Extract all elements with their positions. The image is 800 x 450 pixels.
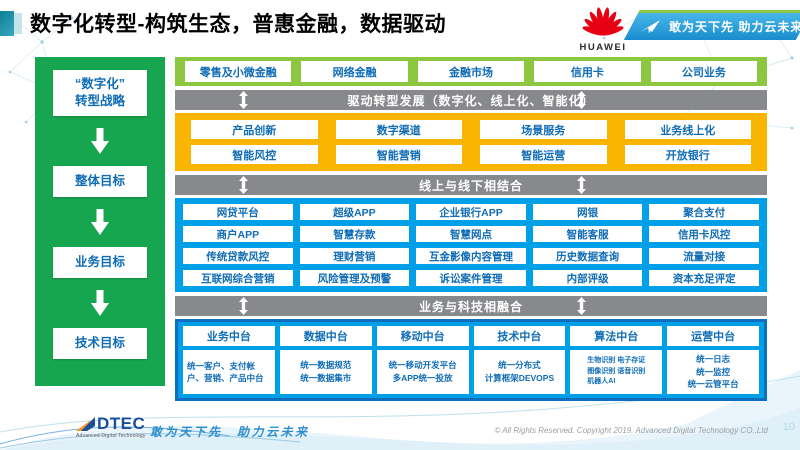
platform-column: 业务中台 统一客户、支付帐户、营销、产品中台: [183, 326, 275, 394]
strategy-sidebar: “数字化” 转型战略 整体目标 业务目标 技术目标: [35, 57, 165, 386]
platform-column: 移动中台 统一移动开发平台 多APP统一投放: [376, 326, 469, 394]
updown-arrow-icon: [239, 91, 248, 109]
strategy-box-digital: “数字化” 转型战略: [53, 70, 147, 116]
platform-column: 运营中台 统一日志 统一监控 统一云管平台: [667, 326, 759, 394]
platform-detail-box: 生物识别 电子存证 图像识别 语音识别 机器人AI: [570, 350, 663, 394]
platform-detail-box: 统一分布式 计算框架DEVOPS: [473, 350, 566, 394]
dtec-wordmark: DTEC: [97, 414, 146, 433]
capability-box: 智能运营: [480, 145, 607, 164]
banner-drive-transformation: 驱动转型发展（数字化、线上化、智能化）: [175, 90, 767, 110]
capability-box: 智能营销: [335, 145, 462, 164]
capability-box: 数字渠道: [335, 120, 462, 139]
application-box: 互联网综合营销: [183, 270, 293, 286]
platform-detail-box: 统一移动开发平台 多APP统一投放: [376, 350, 469, 394]
platform-detail-box: 统一日志 统一监控 统一云管平台: [667, 350, 759, 394]
header-ribbon: 敢为天下先 助力云未来: [623, 10, 800, 41]
platform-title-box: 运营中台: [667, 326, 759, 346]
dtec-subtext: Advanced Digital Technology: [76, 433, 146, 439]
application-box: 网银: [532, 204, 643, 220]
application-box: 企业银行APP: [416, 204, 526, 220]
application-box: 超级APP: [299, 204, 410, 220]
strategy-box-business: 业务目标: [53, 247, 147, 278]
application-box: 历史数据查询: [532, 248, 643, 264]
platform-column: 技术中台 统一分布式 计算框架DEVOPS: [473, 326, 566, 394]
application-box: 内部评级: [532, 270, 643, 286]
application-box: 聚合支付: [649, 204, 759, 220]
down-arrow-icon: [91, 209, 109, 235]
huawei-logo: HUAWEI: [576, 4, 630, 53]
application-box: 商户APP: [183, 226, 293, 242]
updown-arrow-icon: [577, 91, 586, 109]
business-line-box: 信用卡: [534, 61, 641, 82]
huawei-wordmark: HUAWEI: [579, 42, 627, 53]
ribbon-slogan: 敢为天下先 助力云未来: [669, 20, 800, 34]
banner-online-offline: 线上与线下相结合: [175, 175, 767, 195]
title-accent-bar: [0, 11, 14, 36]
strategy-box-technology: 技术目标: [53, 328, 147, 359]
application-box: 传统贷款风控: [183, 248, 293, 264]
application-box: 智慧网点: [416, 226, 526, 242]
huawei-flower-icon: [582, 7, 624, 36]
page-number: 10: [782, 421, 795, 433]
capability-box: 开放银行: [624, 145, 751, 164]
page-title: 数字化转型-构筑生态，普惠金融，数据驱动: [30, 13, 446, 36]
application-box: 流量对接: [649, 248, 759, 264]
application-panel: 网贷平台 超级APP 企业银行APP 网银 聚合支付 商户APP 智慧存款 智慧…: [175, 198, 767, 292]
platform-column: 数据中台 统一数据规范 统一数据集市: [279, 326, 372, 394]
business-line-box: 网络金融: [301, 61, 408, 82]
dtec-logo: DTEC Advanced Digital Technology: [76, 415, 146, 439]
platform-title-box: 业务中台: [183, 326, 275, 346]
updown-arrow-icon: [577, 176, 586, 194]
application-box: 理财营销: [299, 248, 410, 264]
main-panel: 零售及小微金融 网络金融 金融市场 信用卡 公司业务 驱动转型发展（数字化、线上…: [175, 57, 767, 401]
business-line-box: 公司业务: [650, 61, 758, 82]
platform-panel: 业务中台 统一客户、支付帐户、营销、产品中台 数据中台 统一数据规范 统一数据集…: [175, 319, 767, 401]
platform-title-box: 算法中台: [570, 326, 663, 346]
business-line-row: 零售及小微金融 网络金融 金融市场 信用卡 公司业务: [175, 57, 767, 86]
platform-detail-box: 统一数据规范 统一数据集市: [279, 350, 372, 394]
platform-column: 算法中台 生物识别 电子存证 图像识别 语音识别 机器人AI: [570, 326, 663, 394]
banner-label: 线上与线下相结合: [418, 178, 523, 193]
banner-business-technology: 业务与科技相融合: [175, 296, 767, 316]
down-arrow-icon: [91, 128, 109, 154]
application-box: 互金影像内容管理: [416, 248, 526, 264]
capability-box: 场景服务: [480, 120, 607, 139]
application-box: 资本充足评定: [649, 270, 759, 286]
dtec-arrow-icon: [76, 417, 95, 431]
application-box: 智慧存款: [299, 226, 410, 242]
down-arrow-icon: [91, 290, 109, 316]
application-box: 智能客服: [532, 226, 643, 242]
updown-arrow-icon: [577, 297, 586, 315]
business-line-box: 金融市场: [417, 61, 525, 82]
application-box: 诉讼案件管理: [416, 270, 526, 286]
banner-label: 业务与科技相融合: [418, 299, 523, 314]
strategy-box-overall: 整体目标: [53, 166, 147, 197]
platform-title-box: 数据中台: [279, 326, 372, 346]
capability-box: 智能风控: [191, 145, 318, 164]
paper-plane-icon: [640, 20, 660, 34]
capability-box: 产品创新: [191, 120, 318, 139]
footer-slogan: 敢为天下先 助力云未来: [150, 425, 310, 439]
business-line-box: 零售及小微金融: [185, 61, 292, 82]
application-box: 网贷平台: [183, 204, 293, 220]
title-accent-bar-light: [14, 13, 22, 34]
banner-label: 驱动转型发展（数字化、线上化、智能化）: [347, 93, 595, 108]
capability-panel: 产品创新 数字渠道 场景服务 业务线上化 智能风控 智能营销 智能运营 开放银行: [175, 113, 767, 171]
updown-arrow-icon: [239, 176, 248, 194]
application-box: 风险管理及预警: [299, 270, 410, 286]
platform-title-box: 移动中台: [376, 326, 469, 346]
platform-title-box: 技术中台: [473, 326, 566, 346]
capability-box: 业务线上化: [624, 120, 751, 139]
copyright-text: © All Rights Reserved. Copyright 2019. A…: [494, 426, 768, 435]
updown-arrow-icon: [239, 297, 248, 315]
application-box: 信用卡风控: [649, 226, 759, 242]
platform-detail-box: 统一客户、支付帐户、营销、产品中台: [183, 350, 275, 394]
